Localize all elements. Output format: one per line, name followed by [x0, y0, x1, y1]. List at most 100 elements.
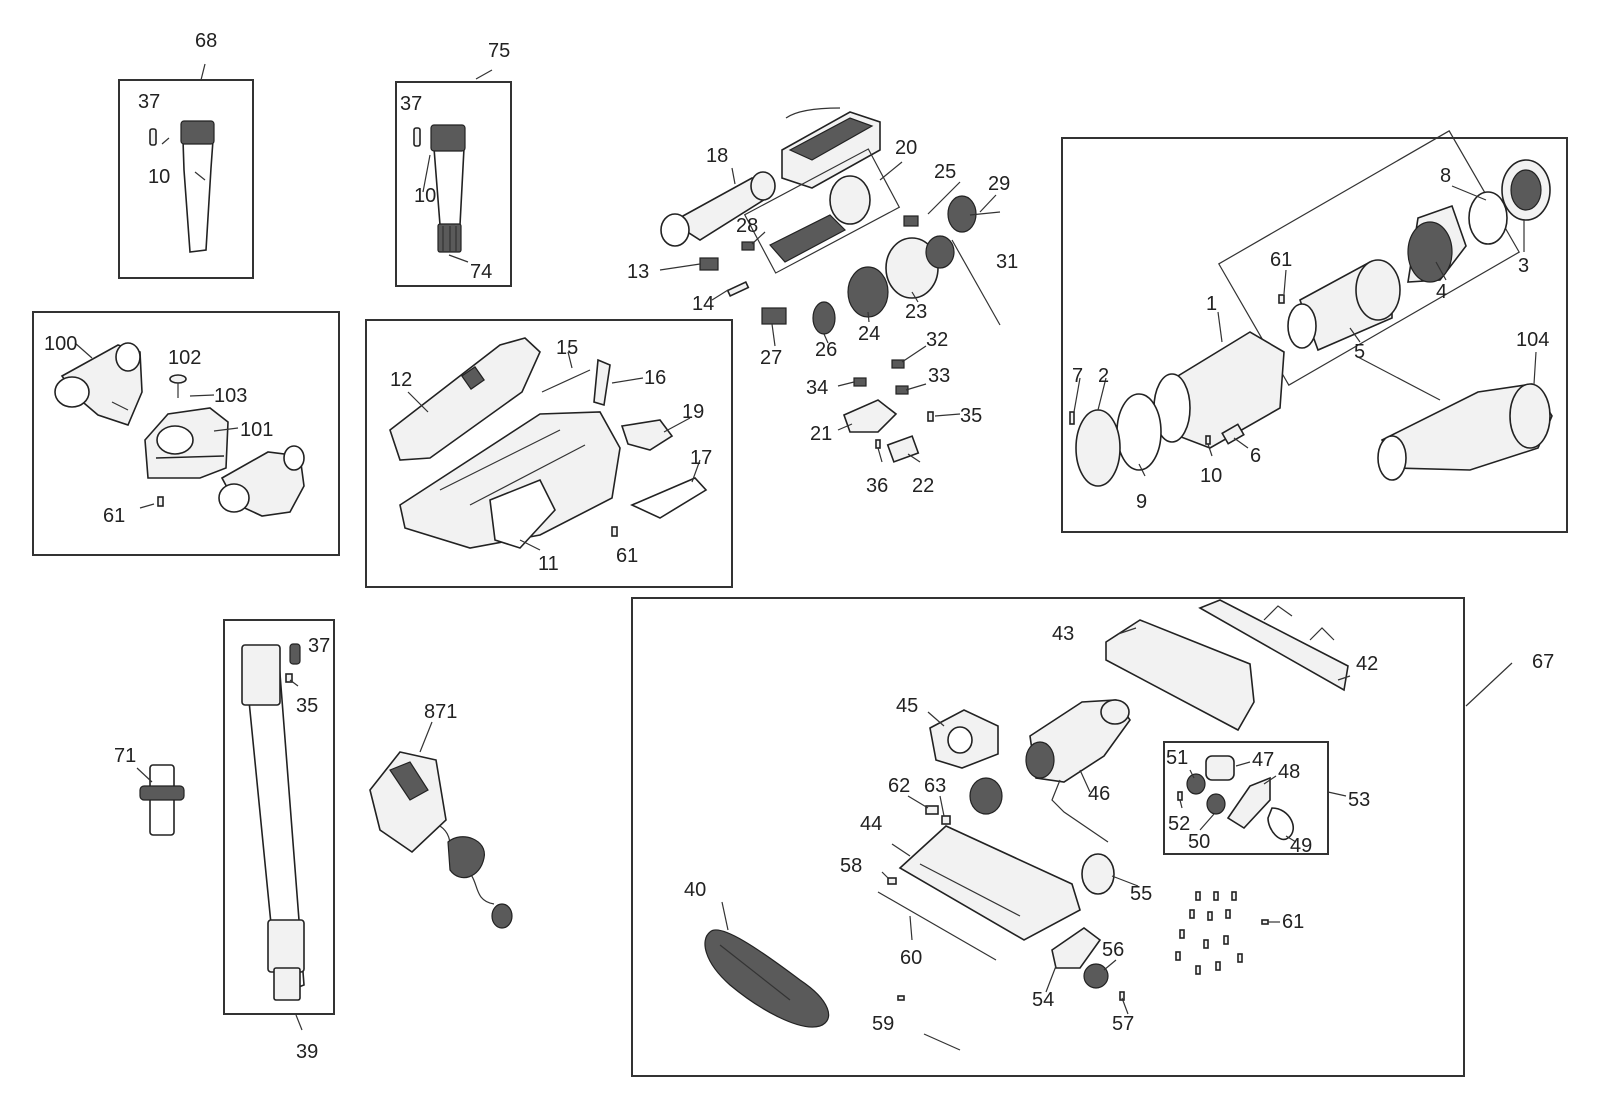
group-871-charger: 871: [369, 701, 513, 929]
cyclone-5-part: [1287, 259, 1401, 352]
callout-37: 37: [138, 91, 160, 113]
callout-1: 1: [1206, 293, 1217, 315]
callout-10: 10: [414, 185, 436, 207]
group-39-wand: 37 35 39: [223, 619, 335, 1063]
callout-24: 24: [858, 323, 880, 345]
top-cover-12-part: [389, 337, 541, 461]
callout-56: 56: [1102, 939, 1124, 961]
group-53-drive: [1177, 755, 1294, 841]
screws-35-part: [927, 411, 934, 422]
callout-46: 46: [1088, 783, 1110, 805]
callout-20: 20: [895, 137, 917, 159]
callout-61: 61: [616, 545, 638, 567]
callout-7: 7: [1072, 365, 1083, 387]
part-14: [726, 280, 750, 298]
callout-16: 16: [644, 367, 666, 389]
wheel-top-part: [969, 777, 1003, 815]
part-7: [1069, 411, 1075, 425]
screw-57-part: [1119, 991, 1125, 1001]
callout-3: 3: [1518, 255, 1529, 277]
part-19: [620, 419, 674, 451]
adapter-100-part: [54, 342, 143, 426]
callout-52: 52: [1168, 813, 1190, 835]
part-17: [630, 477, 708, 519]
motor-47-part: [1205, 755, 1235, 781]
callout-10: 10: [148, 166, 170, 188]
part-62: [925, 805, 939, 815]
callout-68: 68: [195, 30, 217, 52]
part-34: [853, 377, 867, 387]
box-67: [631, 597, 1465, 1077]
screw-36-part: [875, 439, 881, 449]
screws-61-part: [1175, 891, 1269, 975]
adapter-lower-part: [218, 445, 305, 517]
screw-61-part: [157, 496, 164, 507]
callout-11: 11: [538, 553, 559, 575]
callout-13: 13: [627, 261, 649, 283]
callout-62: 62: [888, 775, 910, 797]
callout-67: 67: [1532, 651, 1554, 673]
callout-42: 42: [1356, 653, 1378, 675]
callout-9: 9: [1136, 491, 1147, 513]
callout-22: 22: [912, 475, 934, 497]
box-100: [32, 311, 340, 556]
dash-box-20: [743, 148, 901, 274]
neck-46-part: [1025, 699, 1131, 843]
callout-15: 15: [556, 337, 578, 359]
callout-50: 50: [1188, 831, 1210, 853]
part-16: [593, 358, 611, 407]
callout-63: 63: [924, 775, 946, 797]
belt-49-part: [1267, 807, 1294, 841]
plate-48-part: [1226, 776, 1271, 830]
part-13: [699, 257, 719, 271]
screw-61-part: [611, 526, 618, 537]
base-44-part: [898, 825, 1081, 941]
box-39: [223, 619, 335, 1015]
callout-61: 61: [103, 505, 125, 527]
part-32: [891, 359, 905, 369]
cyclone-4-part: [1407, 204, 1467, 283]
callout-12: 12: [390, 369, 412, 391]
part-54: [1051, 927, 1102, 969]
callout-31: 31: [996, 251, 1018, 273]
screw-61-part: [1278, 294, 1285, 304]
callout-35: 35: [296, 695, 318, 717]
callout-47: 47: [1252, 749, 1274, 771]
callout-37: 37: [308, 635, 330, 657]
callout-33: 33: [928, 365, 950, 387]
part-45: [929, 709, 999, 769]
callout-39: 39: [296, 1041, 318, 1063]
part-26: [812, 301, 836, 335]
box-11: [365, 319, 733, 588]
callout-48: 48: [1278, 761, 1300, 783]
group-67-floor-head: 43 42 67 45 46 51 47 48 53 52 50 49 62 6…: [631, 597, 1554, 1077]
bin-1-part: [1153, 331, 1285, 449]
callout-32: 32: [926, 329, 948, 351]
callout-100: 100: [44, 333, 77, 355]
box-53: [1163, 741, 1329, 855]
part-3: [1501, 159, 1551, 221]
callout-45: 45: [896, 695, 918, 717]
part-58: [887, 877, 897, 885]
wheel-55-part: [1081, 853, 1115, 895]
top-cover-43-part: [1105, 619, 1255, 732]
callout-4: 4: [1436, 281, 1447, 303]
callout-53: 53: [1348, 789, 1370, 811]
gear-51-part: [1186, 773, 1206, 795]
box-68: [118, 79, 254, 279]
callout-37: 37: [400, 93, 422, 115]
clip-71-part: [139, 764, 185, 836]
part-29: [947, 195, 977, 233]
wand-tube-part: [241, 644, 305, 1001]
group-11-housing: 12 15 16 19 17 11 61: [365, 319, 733, 588]
group-75-brush-tool: 75 37 10 74: [395, 40, 512, 287]
charger-871-part: [369, 751, 513, 929]
screw-102-part: [169, 374, 187, 398]
group-71-clip: 71: [114, 745, 185, 836]
callout-8: 8: [1440, 165, 1451, 187]
callout-18: 18: [706, 145, 728, 167]
battery-pack-part: [781, 107, 881, 189]
part-63: [941, 815, 951, 825]
callout-14: 14: [692, 293, 714, 315]
callout-103: 103: [214, 385, 247, 407]
